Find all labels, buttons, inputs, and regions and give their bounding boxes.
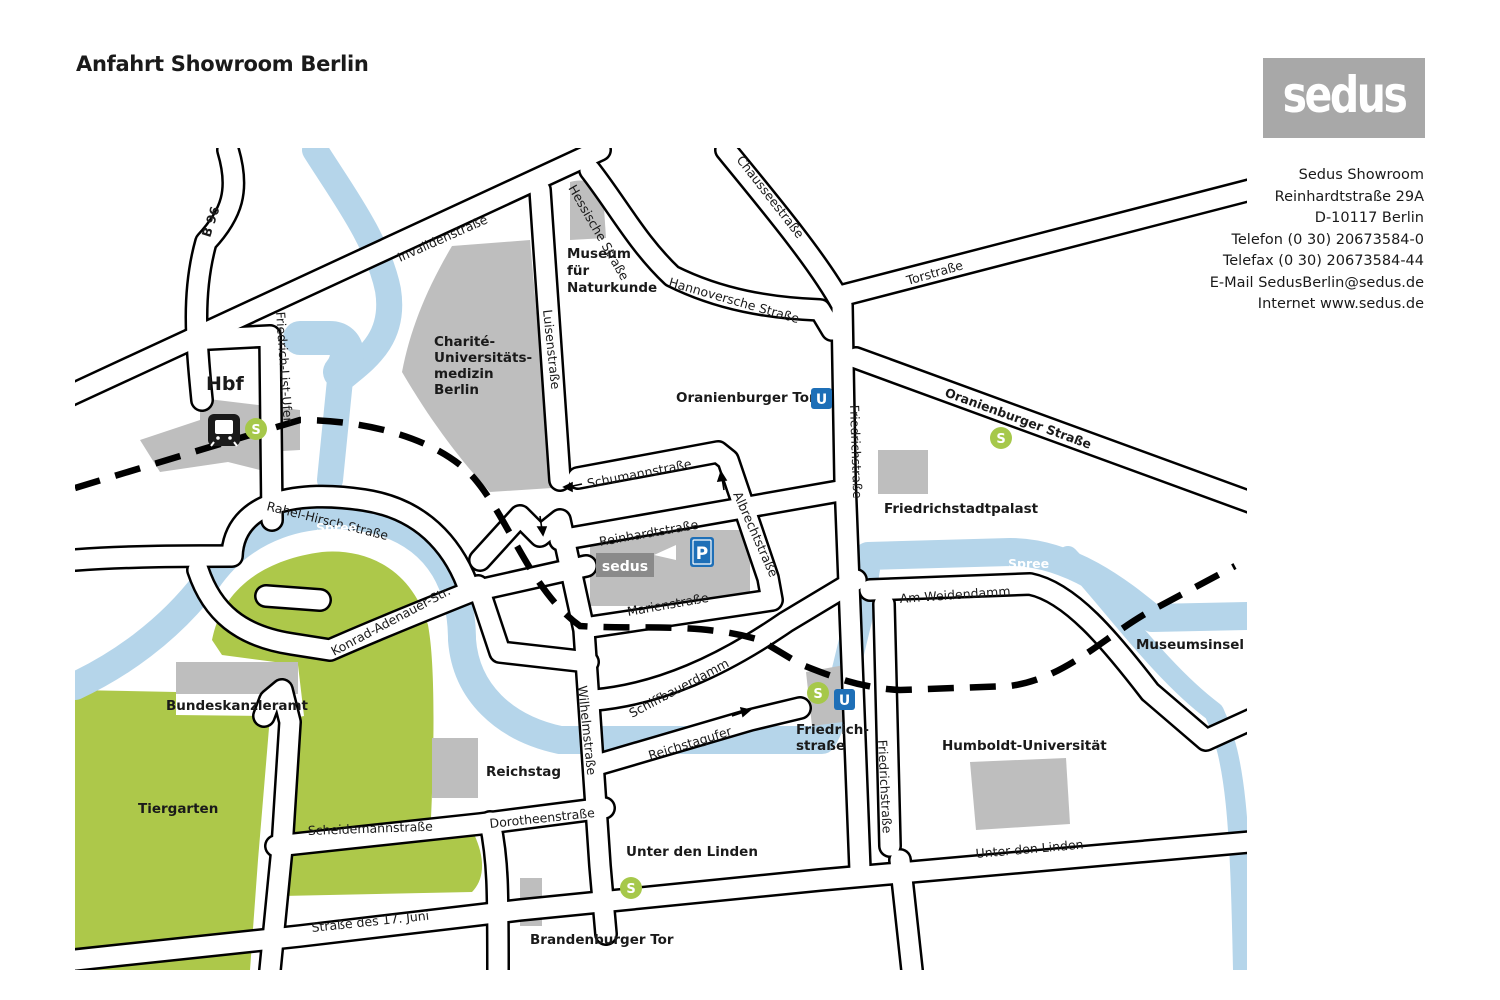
charite-line-3: medizin — [434, 366, 494, 382]
sbahn-letter: S — [251, 423, 260, 438]
page-title: Anfahrt Showroom Berlin — [76, 52, 369, 76]
logo-text: sedus — [1282, 66, 1408, 124]
sbahn-icon-oranienburger: S — [990, 427, 1012, 449]
contact-street: Reinhardtstraße 29A — [1274, 188, 1424, 205]
humboldt-building — [970, 758, 1070, 830]
charite-building — [402, 240, 552, 492]
sbahn-icon-hbf: S — [245, 418, 267, 440]
street-scheidemannstrasse: Scheidemannstraße — [308, 819, 434, 838]
sedus-location-marker: sedus — [596, 545, 676, 577]
landmark-oranienburger-tor: Oranienburger Tor — [676, 390, 816, 406]
one-way-arrows — [536, 470, 752, 718]
river-label-spree-east: Spree — [1008, 556, 1049, 571]
landmark-hbf: Hbf — [206, 373, 245, 395]
sedus-marker-text: sedus — [602, 559, 648, 575]
sbahn-letter: S — [996, 432, 1005, 447]
friedrichstadtpalast-building — [878, 450, 928, 494]
road-network — [75, 148, 1247, 970]
street-oranienburger-strasse: Oranienburger Straße — [943, 385, 1094, 452]
railway-line — [75, 416, 1237, 694]
friedrichstrasse-station-line-2: straße — [796, 738, 845, 754]
landmark-bundeskanzleramt: Bundeskanzleramt — [166, 698, 309, 714]
sbahn-letter: S — [813, 687, 822, 702]
ubahn-icon-friedrichstrasse: U — [834, 689, 855, 710]
contact-web[interactable]: Internet www.sedus.de — [1257, 296, 1424, 312]
landmark-brandenburger-tor: Brandenburger Tor — [530, 932, 674, 948]
sbahn-icon-brandenburger-tor: S — [620, 877, 642, 899]
street-chausseestrasse: Chausseestraße — [734, 153, 808, 242]
parking-letter: P — [696, 544, 708, 564]
museum-line-1: Museum — [567, 246, 631, 262]
reichstag-building — [432, 738, 478, 798]
street-friedrichstrasse-upper: Friedrichstraße — [847, 405, 865, 499]
charite-line-4: Berlin — [434, 382, 479, 398]
charite-line-1: Charité- — [434, 334, 495, 350]
museum-line-2: für — [567, 263, 589, 279]
landmark-friedrichstadtpalast: Friedrichstadtpalast — [884, 501, 1039, 517]
landmark-humboldt-universitaet: Humboldt-Universität — [942, 738, 1107, 754]
museum-line-3: Naturkunde — [567, 280, 657, 296]
landmark-reichstag: Reichstag — [486, 764, 561, 780]
contact-block: Sedus Showroom Reinhardtstraße 29A D-101… — [1210, 165, 1424, 316]
landmark-friedrichstrasse-station: Friedrich- straße — [796, 722, 874, 754]
ubahn-letter: U — [816, 392, 827, 408]
landmark-unter-den-linden: Unter den Linden — [626, 844, 758, 860]
ubahn-letter: U — [839, 693, 850, 709]
parking-icon: P — [690, 537, 714, 567]
ubahn-icon-oranienburger-tor: U — [811, 388, 832, 409]
street-friedrichstrasse-lower: Friedrichstraße — [875, 739, 895, 834]
contact-email[interactable]: E-Mail SedusBerlin@sedus.de — [1209, 274, 1424, 291]
sbahn-icon-friedrichstrasse: S — [807, 682, 829, 704]
bundeskanzleramt-building — [176, 662, 298, 694]
landmark-museumsinsel: Museumsinsel — [1136, 637, 1244, 653]
landmark-charite: Charité- Universitäts- medizin Berlin — [434, 334, 537, 398]
charite-line-2: Universitäts- — [434, 350, 532, 366]
sedus-logo: sedus — [1263, 58, 1425, 138]
landmark-museum-fuer-naturkunde: Museum für Naturkunde — [567, 246, 657, 296]
contact-city: D-10117 Berlin — [1314, 210, 1424, 226]
contact-phone: Telefon (0 30) 20673584-0 — [1231, 231, 1424, 248]
friedrichstrasse-station-line-1: Friedrich- — [796, 722, 869, 738]
river-label-spree-west: Spree — [316, 520, 357, 535]
sbahn-letter: S — [626, 882, 635, 897]
contact-name: Sedus Showroom — [1298, 167, 1424, 183]
landmark-tiergarten: Tiergarten — [138, 801, 218, 817]
train-icon — [208, 414, 240, 447]
contact-fax: Telefax (0 30) 20673584-44 — [1222, 253, 1424, 269]
